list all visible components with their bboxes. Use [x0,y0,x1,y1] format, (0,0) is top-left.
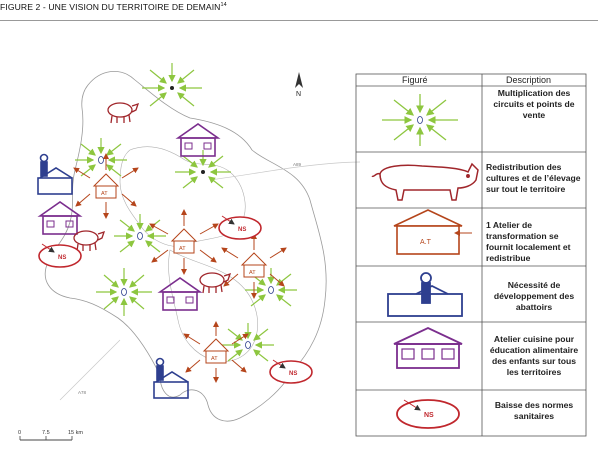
ns-label: NS [238,227,246,233]
workshop-house-icon: AT [202,338,230,364]
legend-desc-redistribution: Redistribution des cultures et de l’élev… [486,162,581,194]
sales-point-star [96,268,152,316]
sales-points-arrows-icon [382,94,458,146]
norms-ellipse-icon: NS [396,399,460,429]
norms-ellipse-icon: NS [38,243,82,268]
pig-icon [73,230,106,252]
sales-point-star [222,323,274,362]
workshop-house-icon: AT [170,228,198,254]
scale-label-15: 15 km [68,430,83,436]
road-label-a89: A89 [293,162,302,167]
legend-desc-kitchen: Atelier cuisine pour éducation alimentai… [489,334,579,377]
norms-ellipse-icon: NS [269,359,313,384]
workshop-label: AT [249,270,256,276]
legend-table [355,73,587,437]
pig-icon [199,272,232,294]
sales-point-star [142,63,202,107]
ns-label: NS [58,255,66,261]
sales-point-star [75,138,127,177]
kitchen-workshop-icon [393,327,463,369]
workshop-arrows [73,153,287,383]
abattoir-icon [387,272,463,317]
sales-point-star [114,214,166,253]
kitchen-workshop-icon [37,201,83,235]
figure-title: FIGURE 2 - UNE VISION DU TERRITOIRE DE D… [0,2,227,12]
legend-at-label: A.T [420,239,432,246]
workshop-label: AT [101,191,108,197]
norms-ellipse-icon: NS [218,215,262,240]
sales-point-star [175,150,231,189]
workshop-label: AT [179,246,186,252]
footnote-marker: 14 [220,2,227,9]
workshop-house-icon: AT [92,173,120,199]
abattoir-icon [153,357,189,399]
scale-label-0: 0 [18,430,21,436]
legend-ns-label: NS [424,412,434,419]
figure-title-text: FIGURE 2 - UNE VISION DU TERRITOIRE DE D… [0,2,221,12]
ns-label: NS [289,371,297,377]
territory-border [44,71,327,422]
pig-icon [371,162,479,201]
legend-desc-norms: Baisse des normes sanitaires [494,400,574,421]
scale-label-7-5: 7.5 [42,430,50,436]
abattoir-icon [37,153,73,195]
workshop-house-icon: AT [240,252,268,278]
legend-header-symbol: Figuré [402,75,428,85]
scale-bar: 0 7.5 15 km [18,430,83,441]
north-label: N [296,91,301,98]
workshop-label: AT [211,356,218,362]
legend-header-description: Description [506,75,552,85]
legend-desc-workshop: 1 Atelier de transformation se fournit l… [486,220,571,263]
legend-desc-sales-points: Multiplication des circuits et points de… [493,88,575,120]
road-label-a78: A78 [78,390,87,395]
kitchen-workshop-icon [157,277,203,311]
pig-icon [107,102,140,124]
title-rule [0,20,598,21]
legend-desc-abattoir: Nécessité de développement des abattoirs [493,280,575,312]
road [209,161,361,181]
road [59,339,121,401]
workshop-house-icon: A.T [393,209,463,255]
north-arrow-icon: N [295,72,303,98]
kitchen-workshop-icon [175,123,221,157]
